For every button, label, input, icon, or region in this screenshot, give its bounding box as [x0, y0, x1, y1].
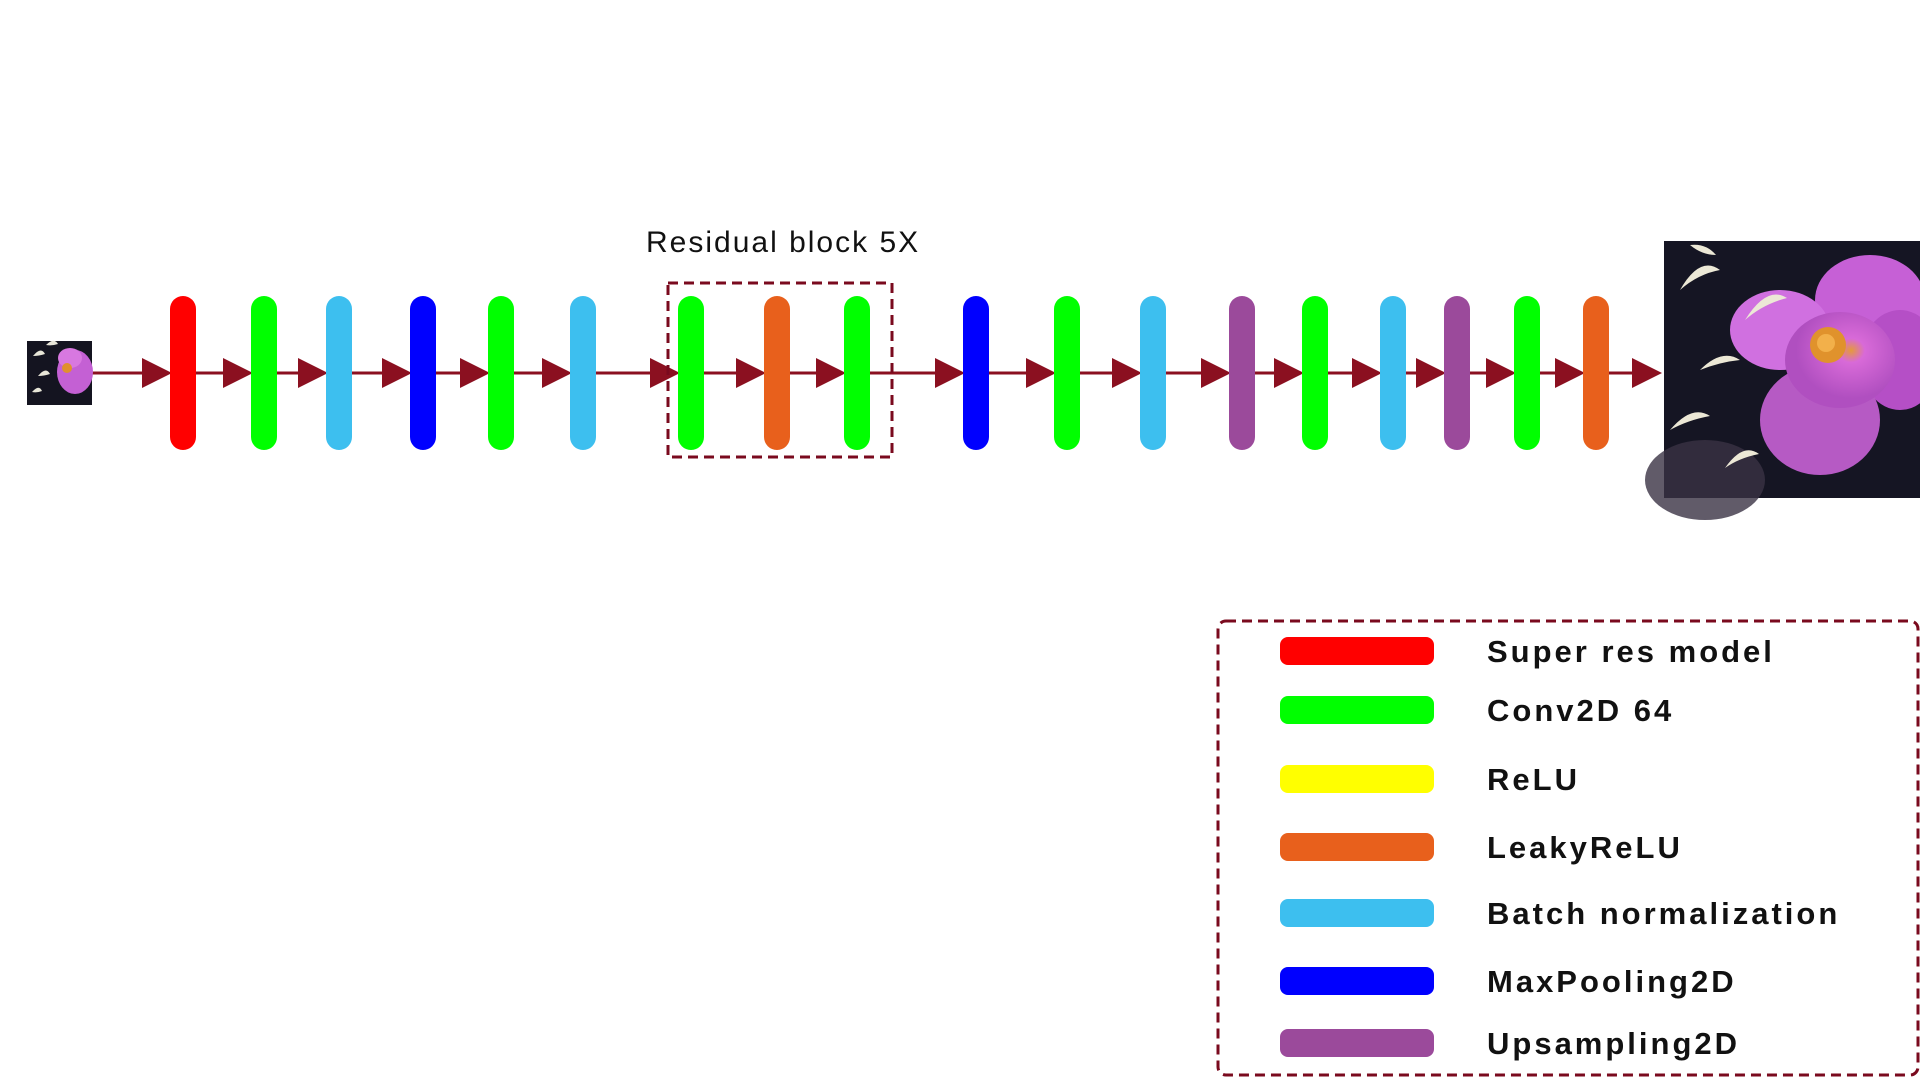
layer-stack — [170, 296, 1609, 450]
legend-label-relu: ReLU — [1487, 762, 1580, 797]
layer-conv-14 — [1302, 296, 1328, 450]
layer-conv-11 — [1054, 296, 1080, 450]
legend-swatch-leaky — [1280, 833, 1434, 861]
legend-swatch-maxpool — [1280, 967, 1434, 995]
residual-block-label: Residual block 5X — [646, 226, 920, 259]
legend-swatch-relu — [1280, 765, 1434, 793]
input-image — [27, 340, 93, 405]
layer-leaky-8 — [764, 296, 790, 450]
layer-conv-7 — [678, 296, 704, 450]
residual-block-outline — [666, 281, 894, 459]
layer-maxpool-4 — [410, 296, 436, 450]
layer-bn-12 — [1140, 296, 1166, 450]
legend-swatch-upsample — [1280, 1029, 1434, 1057]
layer-conv-17 — [1514, 296, 1540, 450]
legend-swatch-conv — [1280, 696, 1434, 724]
layer-upsample-16 — [1444, 296, 1470, 450]
layer-bn-3 — [326, 296, 352, 450]
layer-bn-15 — [1380, 296, 1406, 450]
layer-maxpool-10 — [963, 296, 989, 450]
legend-label-leaky: LeakyReLU — [1487, 830, 1683, 865]
layer-conv-9 — [844, 296, 870, 450]
legend-label-maxpool: MaxPooling2D — [1487, 964, 1737, 999]
legend-label-super_res: Super res model — [1487, 634, 1775, 669]
layer-conv-5 — [488, 296, 514, 450]
legend-swatch-super_res — [1280, 637, 1434, 665]
legend-swatch-bn — [1280, 899, 1434, 927]
legend-label-conv: Conv2D 64 — [1487, 693, 1674, 728]
layer-upsample-13 — [1229, 296, 1255, 450]
legend-frame — [1216, 619, 1920, 1077]
layer-conv-2 — [251, 296, 277, 450]
legend-label-upsample: Upsampling2D — [1487, 1026, 1740, 1061]
layer-super_res-1 — [170, 296, 196, 450]
layer-bn-6 — [570, 296, 596, 450]
legend-label-bn: Batch normalization — [1487, 896, 1840, 931]
output-image — [1645, 241, 1920, 520]
layer-leaky-18 — [1583, 296, 1609, 450]
